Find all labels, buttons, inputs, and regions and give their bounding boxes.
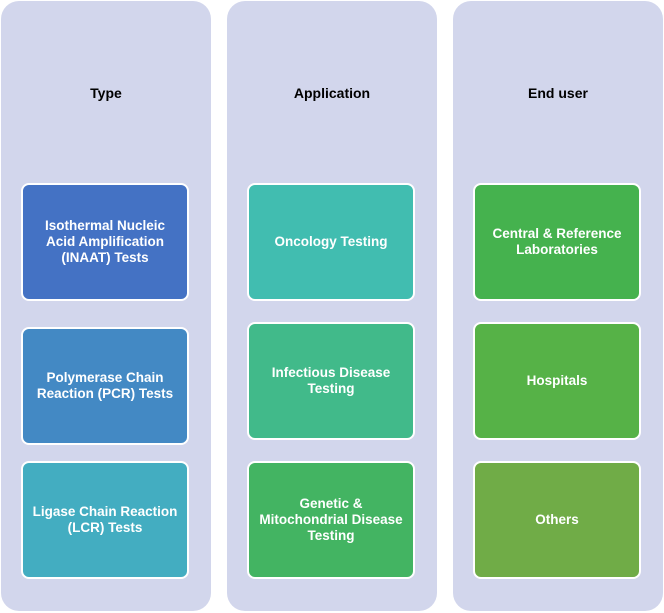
card-genetic-mitochondrial-testing: Genetic & Mitochondrial Disease Testing (247, 461, 415, 579)
card-oncology-testing: Oncology Testing (247, 183, 415, 301)
card-hospitals: Hospitals (473, 322, 641, 440)
card-lcr-tests: Ligase Chain Reaction (LCR) Tests (21, 461, 189, 579)
column-type: Type Isothermal Nucleic Acid Amplificati… (1, 1, 211, 611)
card-others: Others (473, 461, 641, 579)
column-title: End user (528, 85, 588, 101)
column-application: Application Oncology Testing Infectious … (227, 1, 437, 611)
card-infectious-disease-testing: Infectious Disease Testing (247, 322, 415, 440)
card-pcr-tests: Polymerase Chain Reaction (PCR) Tests (21, 327, 189, 445)
column-title: Type (90, 85, 122, 101)
card-central-reference-labs: Central & Reference Laboratories (473, 183, 641, 301)
card-inaat-tests: Isothermal Nucleic Acid Amplification (I… (21, 183, 189, 301)
column-title: Application (293, 85, 371, 101)
column-end-user: End user Central & Reference Laboratorie… (453, 1, 663, 611)
